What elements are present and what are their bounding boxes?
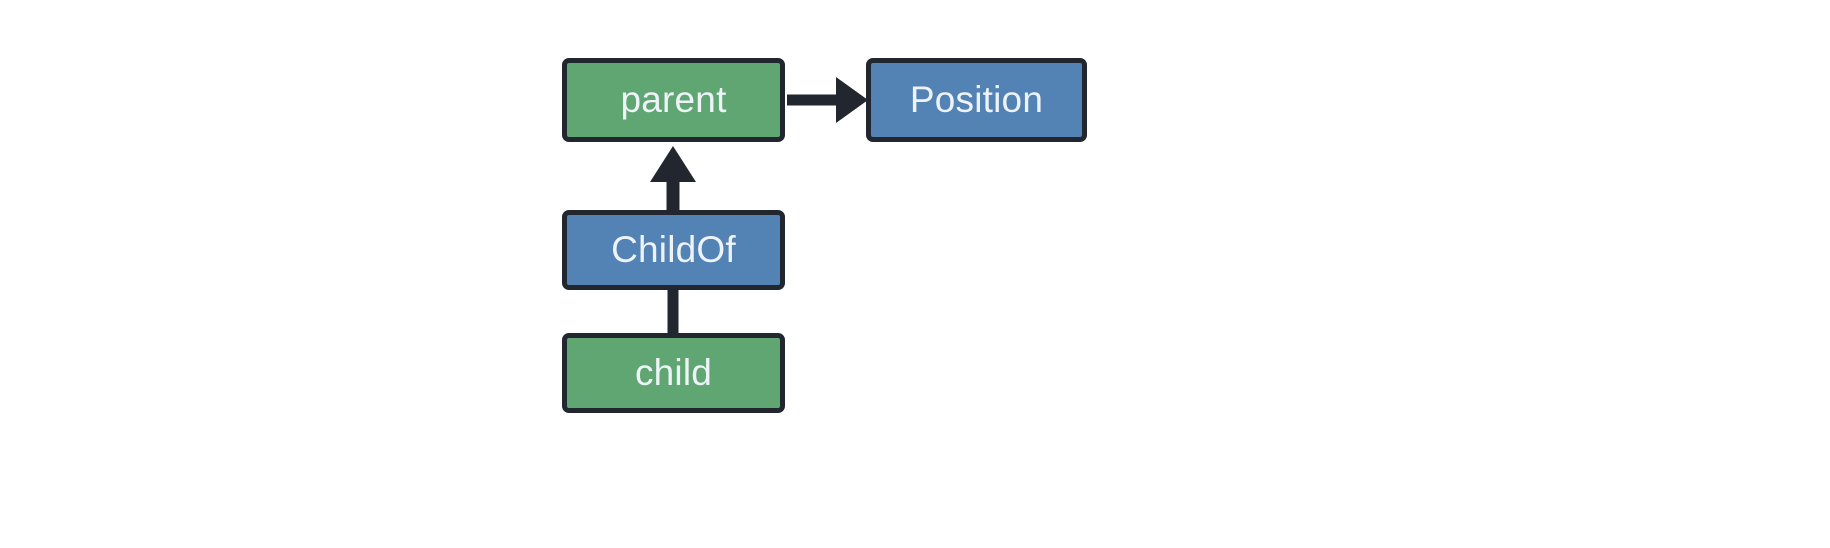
- node-parent-label: parent: [620, 78, 727, 120]
- arrowhead-up-icon: [650, 146, 696, 182]
- node-childof-label: ChildOf: [611, 228, 736, 270]
- node-position[interactable]: Position: [866, 58, 1087, 142]
- node-child[interactable]: child: [562, 333, 785, 413]
- arrowhead-right-icon: [836, 77, 868, 123]
- edge-childof-to-parent: [650, 146, 696, 212]
- node-child-label: child: [634, 351, 713, 393]
- node-parent[interactable]: parent: [562, 58, 785, 142]
- node-position-label: Position: [909, 78, 1044, 120]
- edge-parent-to-position: [787, 77, 868, 123]
- node-childof[interactable]: ChildOf: [562, 210, 785, 290]
